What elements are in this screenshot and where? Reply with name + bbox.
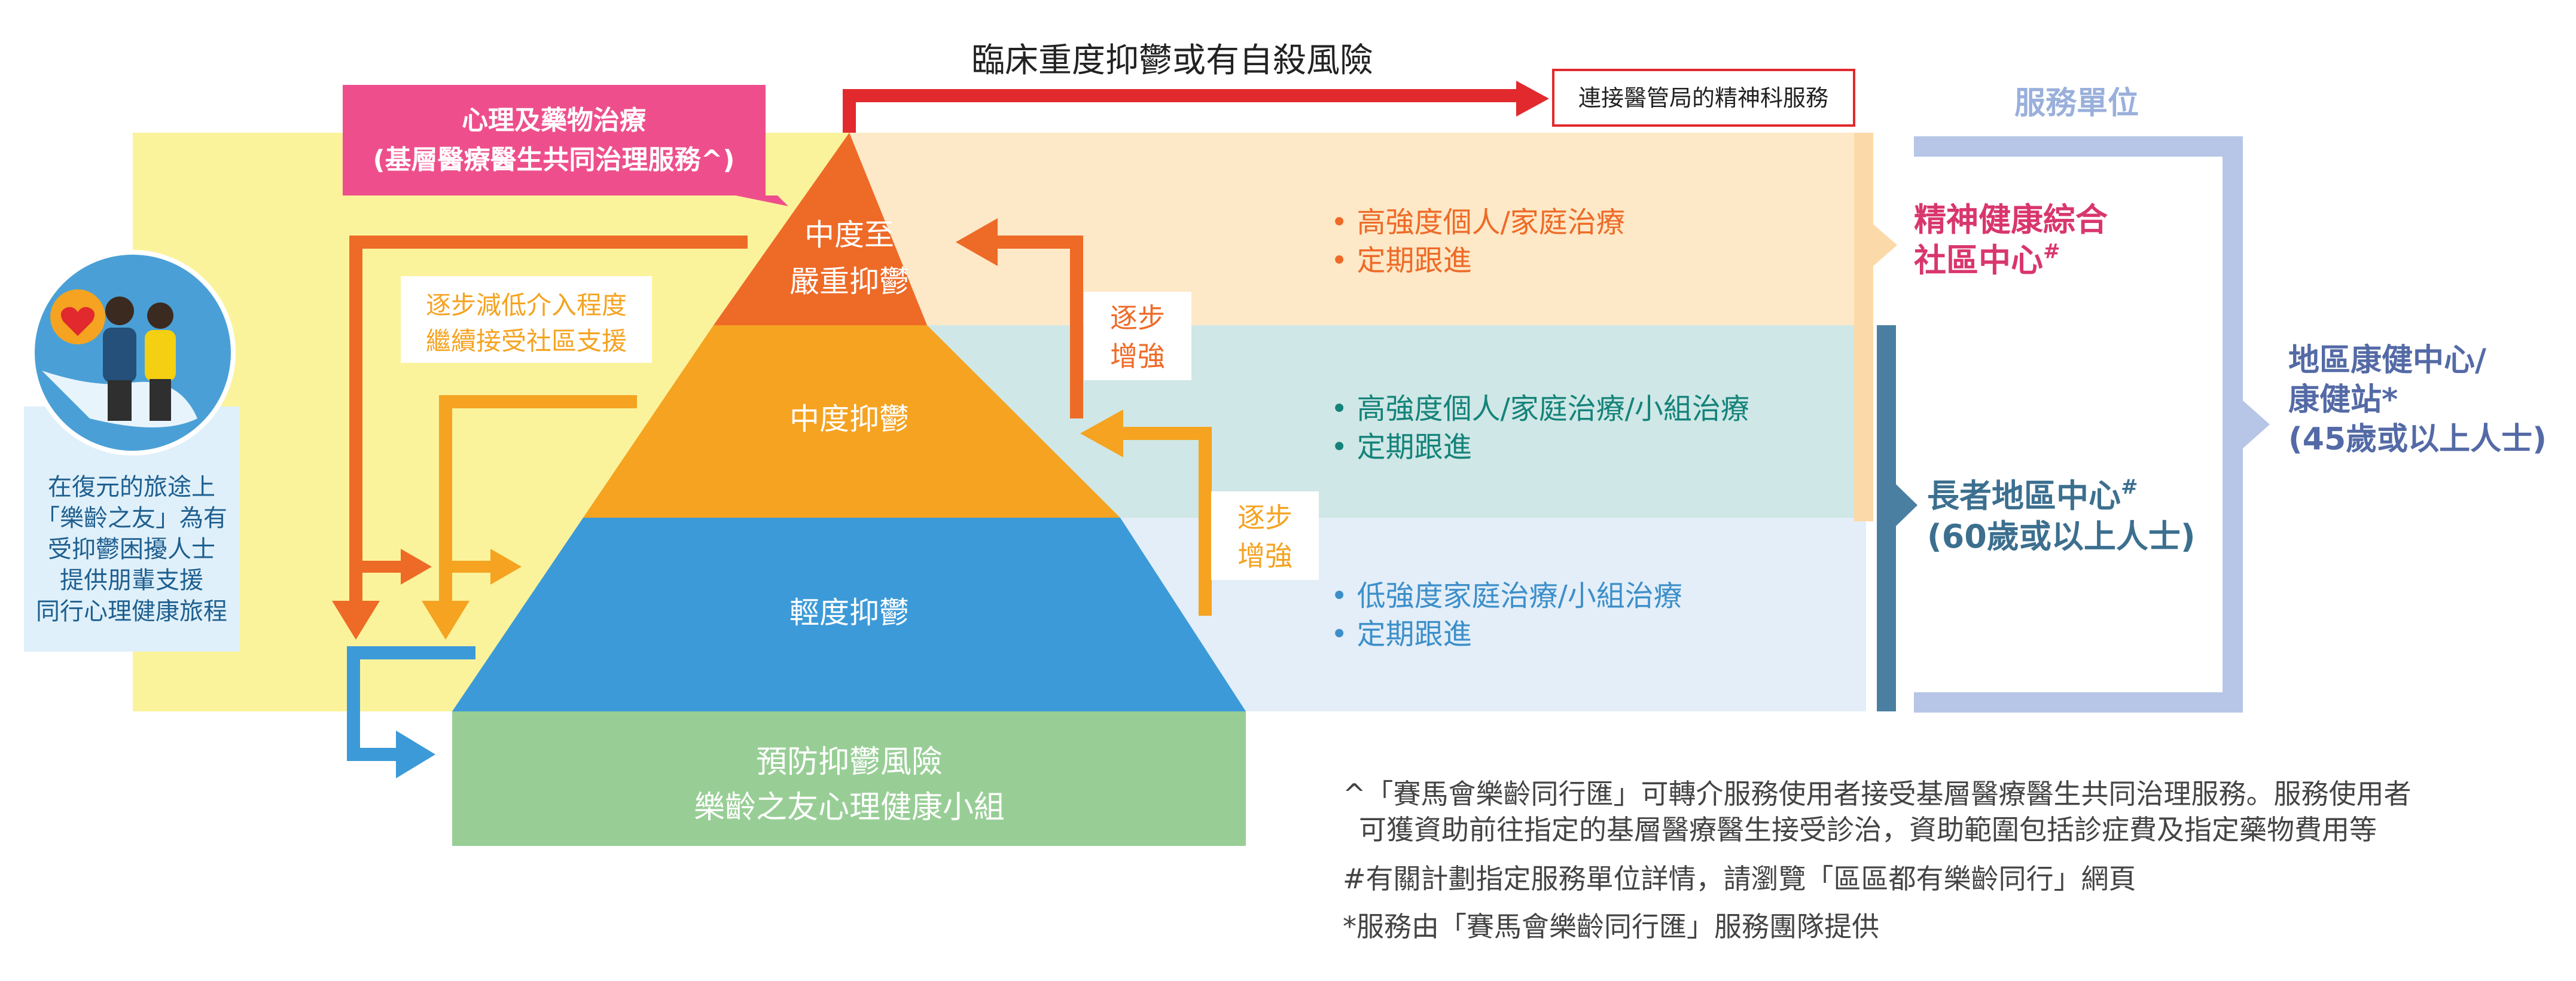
medication-therapy-pointer	[736, 195, 788, 206]
dech-bracket	[1877, 325, 1896, 711]
footnote-star-line: *服務由「賽馬會樂齡同行匯」服務團隊提供	[1343, 910, 1879, 943]
step-down-orange-arrow	[349, 236, 748, 604]
step-up-lower-box	[1211, 491, 1319, 580]
footnote-caret-line1: ^「賽馬會樂齡同行匯」可轉介服務使用者接受基層醫療醫生共同治理服務。服務使用者	[1343, 778, 2412, 810]
medication-therapy-line1: 心理及藥物治療	[462, 105, 646, 136]
peer-support-line2: 「樂齡之友」為有	[36, 505, 227, 532]
peach-severe-band	[849, 133, 1866, 325]
medication-therapy-line2: (基層醫療醫生共同治理服務^)	[373, 145, 734, 175]
imhcc-line1: 精神健康綜合	[1914, 201, 2108, 239]
step-down-note-line2: 繼續接受社區支援	[426, 326, 627, 356]
prevention-base-line1: 預防抑鬱風險	[756, 744, 943, 780]
dech-hash-mark: #	[2121, 475, 2138, 499]
peer-support-blue-arrow	[347, 646, 475, 761]
step-up-lower-line2: 增強	[1237, 540, 1292, 572]
step-up-lower-arrow	[1118, 427, 1212, 616]
step-up-upper-arrow	[993, 236, 1083, 418]
step-down-amber-arrow	[439, 395, 637, 604]
people-heart-icon	[30, 250, 236, 456]
crisis-red-arrowhead	[1516, 81, 1549, 117]
moderate-service-2: • 定期跟進	[1331, 430, 1472, 464]
dech-line2: (60歲或以上人士)	[1927, 518, 2196, 555]
icon-person-left-body	[103, 328, 136, 383]
peer-support-line3: 受抑鬱困擾人士	[48, 536, 215, 563]
footnote-hash-line: #有關計劃指定服務單位詳情，請瀏覽「區區都有樂齡同行」網頁	[1343, 863, 2136, 895]
pyramid-middle-label: 中度抑鬱	[789, 402, 909, 436]
step-up-upper-line2: 增強	[1110, 340, 1165, 372]
crisis-red-arrow	[843, 89, 1519, 133]
step-up-lower-line1: 逐步	[1237, 502, 1292, 534]
peer-support-line1: 在復元的旅途上	[48, 473, 215, 501]
step-up-upper-line1: 逐步	[1110, 302, 1165, 334]
prevention-base-line2: 樂齡之友心理健康小組	[694, 790, 1005, 826]
dhc-bracket	[1914, 136, 2243, 713]
imhcc-bracket	[1854, 133, 1873, 521]
icon-person-right-body	[145, 330, 176, 381]
dech-bracket-arrow	[1896, 484, 1917, 526]
medication-therapy-box	[343, 85, 766, 195]
footnote-caret-line2: 可獲資助前往指定的基層醫療醫生接受診治，資助範圍包括診症費及指定藥物費用等	[1359, 814, 2377, 846]
step-up-upper-arrowhead	[956, 218, 998, 266]
icon-person-right-head	[147, 302, 173, 329]
severe-service-1: • 高強度個人/家庭治療	[1331, 206, 1625, 239]
dhc-bracket-arrow	[2243, 401, 2270, 448]
icon-person-right-legs	[150, 379, 171, 421]
imhcc-line2-text: 社區中心	[1914, 242, 2043, 279]
step-down-note-box	[401, 276, 652, 363]
step-down-orange-arrowhead	[332, 601, 380, 640]
icon-person-left-head	[105, 297, 134, 325]
imhcc-line2: 社區中心#	[1914, 240, 2060, 279]
step-down-orange-branch-head	[401, 549, 432, 585]
pyramid-bottom-label: 輕度抑鬱	[789, 595, 909, 630]
units-heading: 服務單位	[2014, 85, 2139, 121]
ha-psychiatric-box	[1552, 69, 1855, 127]
severe-service-2: • 定期跟進	[1331, 244, 1472, 277]
dhc-line3: (45歲或以上人士)	[2288, 421, 2547, 457]
pyramid-bottom-mild	[452, 518, 1246, 711]
pyramid-top-severe-shape	[714, 133, 927, 325]
pyramid-top-label: 中度至	[804, 218, 894, 252]
step-down-note-line1: 逐步減低介入程度	[426, 291, 627, 320]
step-down-amber-arrowhead	[422, 601, 470, 640]
dech-line1: 長者地區中心#	[1927, 475, 2138, 515]
peer-support-line5: 同行心理健康旅程	[36, 598, 227, 625]
step-up-lower-arrowhead	[1080, 409, 1123, 457]
prevention-base-box	[452, 711, 1246, 846]
imhcc-bracket-arrow	[1873, 224, 1897, 266]
ha-psychiatric-label: 連接醫管局的精神科服務	[1578, 85, 1828, 111]
step-up-upper-box	[1084, 292, 1191, 380]
imhcc-hash-mark: #	[2043, 240, 2060, 264]
crisis-arrow-label: 臨床重度抑鬱或有自殺風險	[971, 41, 1373, 80]
peer-support-line4: 提供朋輩支援	[60, 567, 203, 594]
dhc-line2: 康健站*	[2288, 382, 2398, 418]
moderate-service-1: • 高強度個人/家庭治療/小組治療	[1331, 392, 1749, 426]
icon-person-left-legs	[108, 380, 132, 421]
pyramid-top-label-2: 嚴重抑鬱	[789, 264, 909, 299]
mild-service-2: • 定期跟進	[1331, 618, 1472, 651]
dech-line1-text: 長者地區中心	[1927, 477, 2121, 515]
step-down-amber-branch-head	[490, 549, 522, 585]
mild-service-1: • 低強度家庭治療/小組治療	[1331, 579, 1682, 613]
pyramid-middle-moderate	[583, 325, 1120, 518]
dhc-line1: 地區康健中心/	[2288, 343, 2486, 378]
icon-heart	[60, 307, 95, 336]
peer-support-blue-arrowhead	[396, 731, 435, 778]
